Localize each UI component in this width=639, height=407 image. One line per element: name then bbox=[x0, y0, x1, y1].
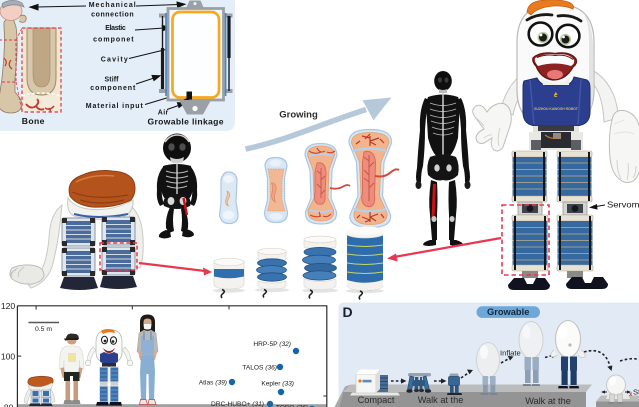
svg-text:Atlas (39): Atlas (39) bbox=[199, 380, 227, 387]
svg-text:Growable linkage: Growable linkage bbox=[148, 117, 224, 127]
svg-text:Material input: Material input bbox=[86, 103, 144, 110]
svg-text:0.5 m: 0.5 m bbox=[35, 326, 52, 333]
svg-text:Walk at the: Walk at the bbox=[418, 395, 464, 405]
svg-text:Growable: Growable bbox=[487, 307, 529, 317]
svg-text:componet: componet bbox=[93, 37, 134, 44]
svg-text:TALOS (36): TALOS (36) bbox=[242, 365, 277, 372]
svg-text:Servom: Servom bbox=[607, 200, 639, 210]
svg-text:80: 80 bbox=[4, 402, 14, 407]
svg-text:Air: Air bbox=[158, 110, 169, 117]
svg-text:Stiff: Stiff bbox=[105, 77, 120, 84]
svg-text:Compact: Compact bbox=[358, 395, 395, 405]
svg-text:Walk at the: Walk at the bbox=[525, 396, 571, 406]
svg-text:Elastic: Elastic bbox=[105, 25, 126, 32]
svg-text:D: D bbox=[343, 304, 353, 320]
svg-text:Kepler (33): Kepler (33) bbox=[261, 381, 294, 388]
svg-text:connection: connection bbox=[91, 12, 133, 19]
svg-text:120: 120 bbox=[1, 301, 16, 311]
svg-text:DRC-HUBO+ (31): DRC-HUBO+ (31) bbox=[211, 401, 264, 407]
svg-text:SUZHOU KAWOSH ROBOT: SUZHOU KAWOSH ROBOT bbox=[534, 107, 579, 111]
svg-text:component: component bbox=[90, 85, 136, 92]
svg-text:x: x bbox=[629, 392, 633, 398]
svg-text:Inflate: Inflate bbox=[500, 349, 521, 358]
svg-text:HRP-5P (32): HRP-5P (32) bbox=[253, 341, 291, 348]
svg-text:Growing: Growing bbox=[279, 110, 318, 121]
svg-text:Str: Str bbox=[633, 388, 639, 397]
svg-text:Bone: Bone bbox=[22, 116, 45, 126]
svg-text:Mechanical: Mechanical bbox=[89, 2, 136, 9]
svg-text:Cavity: Cavity bbox=[101, 57, 128, 64]
svg-text:TOBO (36): TOBO (36) bbox=[276, 405, 308, 407]
svg-text:100: 100 bbox=[1, 352, 16, 362]
